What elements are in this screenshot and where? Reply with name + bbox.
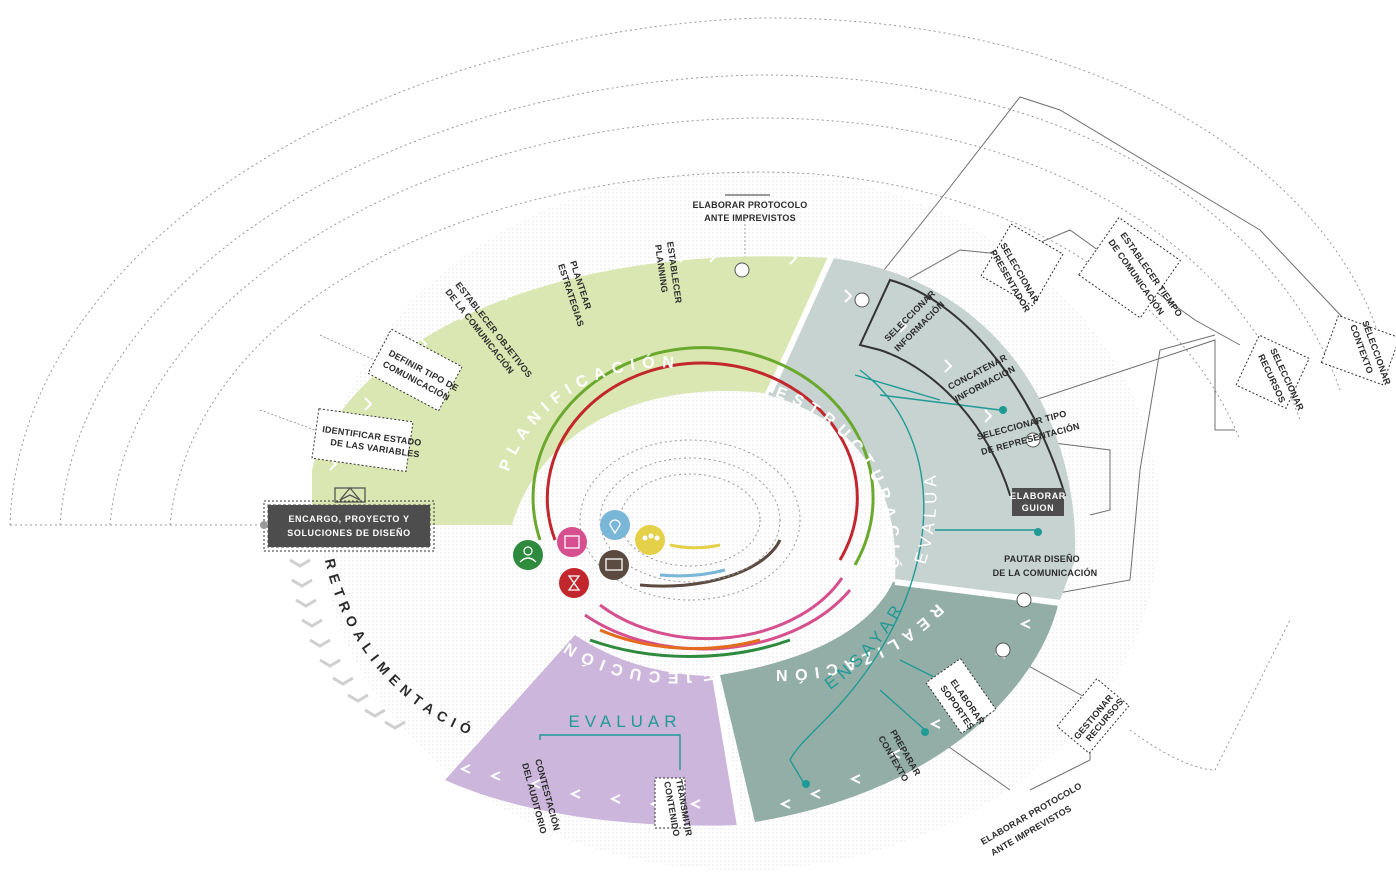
evaluation-nodes xyxy=(802,406,1042,788)
box-icon xyxy=(339,486,361,501)
retro-chevrons xyxy=(289,558,406,730)
transmitir-box xyxy=(654,777,686,829)
guion-box xyxy=(1012,488,1064,516)
group-icon xyxy=(635,525,665,555)
center-label-line1: ENCARGO, PROYECTO Y xyxy=(288,514,409,524)
label-guion-1: ELABORAR xyxy=(1010,491,1066,501)
outer-dashed-arcs xyxy=(9,17,1381,771)
evaluar-outer-label: EVALUAR xyxy=(568,712,681,731)
wallet-icon xyxy=(599,550,629,580)
white-nodes xyxy=(734,262,1041,658)
center-box: ENCARGO, PROYECTO Y SOLUCIONES DE DISEÑO xyxy=(260,486,435,552)
label-protocolo-top-1: ELABORAR PROTOCOLO xyxy=(693,200,808,210)
sector-separators xyxy=(712,253,1061,827)
center-label-line2: SOLUCIONES DE DISEÑO xyxy=(287,528,411,538)
calendar-icon xyxy=(557,527,587,557)
sector-estructuracion xyxy=(768,258,1076,600)
center-dot xyxy=(260,521,268,529)
sector-realizacion xyxy=(720,582,1058,822)
guion-bracket xyxy=(858,278,1067,496)
location-icon xyxy=(600,510,630,540)
center-icons xyxy=(513,510,665,598)
inner-dotted-rings xyxy=(579,439,801,601)
label-guion-2: GUION xyxy=(1022,503,1055,513)
sector-ejecucion xyxy=(445,635,740,826)
sector-planificacion xyxy=(312,256,830,525)
label-pautar-1: PAUTAR DISEÑO xyxy=(1004,554,1080,564)
label-pautar-2: DE LA COMUNICACIÓN xyxy=(993,567,1098,578)
label-protocolo-top-2: ANTE IMPREVISTOS xyxy=(704,213,796,223)
